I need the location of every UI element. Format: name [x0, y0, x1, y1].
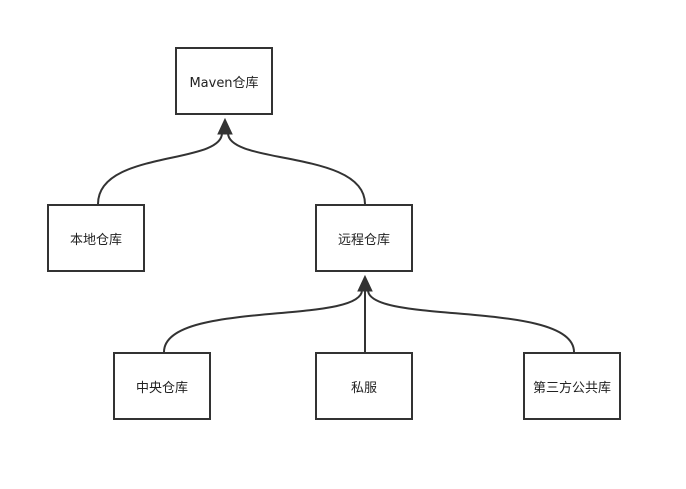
edge-third-to-remote: [367, 289, 575, 353]
node-label: 远程仓库: [337, 232, 390, 248]
edge-central-to-remote: [163, 289, 363, 353]
node-label: 中央仓库: [135, 380, 188, 396]
node-central-repository: 中央仓库: [113, 352, 211, 420]
edge-remote-to-maven: [227, 132, 366, 205]
node-label: Maven仓库: [189, 75, 259, 91]
edge-local-to-maven: [97, 132, 223, 205]
node-private-server: 私服: [315, 352, 413, 420]
node-label: 第三方公共库: [532, 380, 611, 396]
node-label: 本地仓库: [69, 232, 122, 248]
node-remote-repository: 远程仓库: [315, 204, 413, 272]
node-label: 私服: [350, 380, 377, 396]
node-local-repository: 本地仓库: [47, 204, 145, 272]
node-maven-repository: Maven仓库: [175, 47, 273, 115]
node-third-party-repository: 第三方公共库: [523, 352, 621, 420]
arrowhead-remote: [357, 274, 373, 292]
arrowhead-maven: [217, 117, 233, 135]
